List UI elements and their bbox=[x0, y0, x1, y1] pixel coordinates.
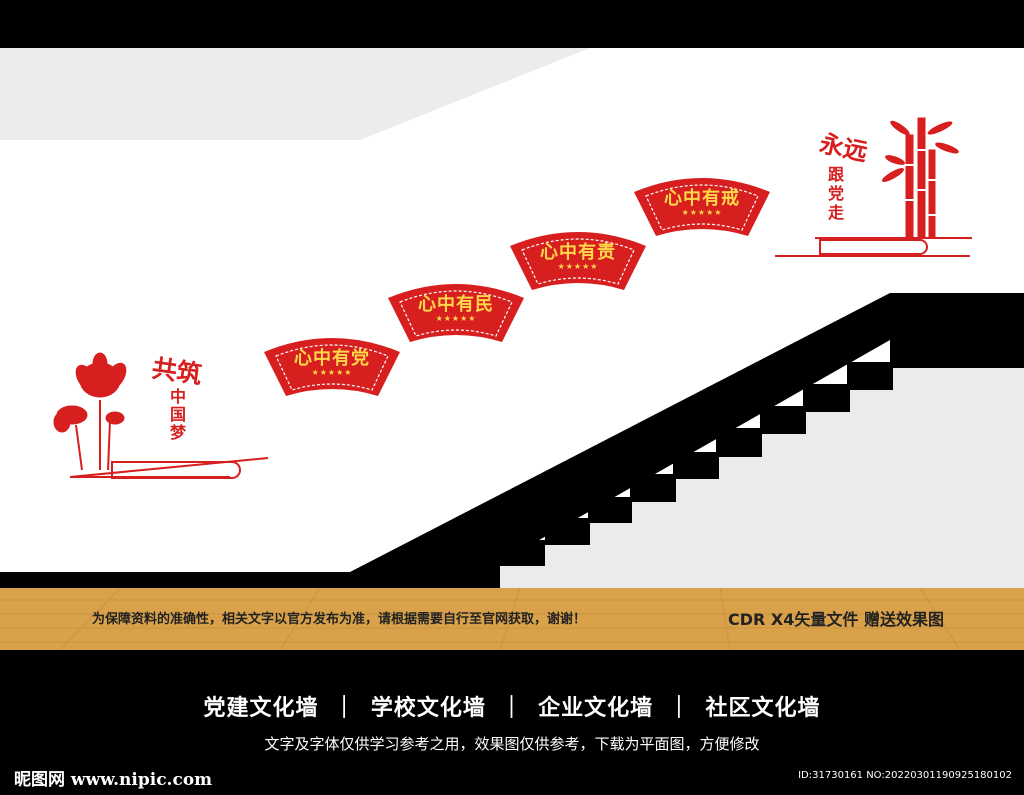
left-calligraphy: 共筑 bbox=[150, 353, 204, 390]
category-list: 党建文化墙 ｜ 学校文化墙 ｜ 企业文化墙 ｜ 社区文化墙 bbox=[203, 696, 821, 721]
plaque-2: 心中有民 ★★★★★ bbox=[386, 276, 526, 346]
plaque-3: 心中有责 ★★★★★ bbox=[508, 224, 648, 294]
fan-shape-icon bbox=[388, 284, 524, 342]
bamboo-icon bbox=[775, 117, 972, 257]
usage-disclaimer: 文字及字体仅供学习参考之用，效果图仅供参考，下载为平面图，方便修改 bbox=[264, 735, 760, 753]
plaque-2-title: 心中有民 bbox=[418, 294, 494, 315]
plaque-1: 心中有党 ★★★★★ bbox=[262, 330, 402, 400]
fan-shape-icon bbox=[634, 178, 770, 236]
plaque-3-stars: ★★★★★ bbox=[557, 262, 599, 271]
plaque-1-title: 心中有党 bbox=[294, 348, 370, 369]
right-vertical-slogan: 跟党走 bbox=[828, 165, 845, 222]
plaque-2-stars: ★★★★★ bbox=[435, 314, 477, 323]
accuracy-notice: 为保障资料的准确性，相关文字以官方发布为准，请根据需要自行至官网获取，谢谢！ bbox=[92, 612, 587, 627]
site-logo: 昵图网 www.nipic.com bbox=[14, 770, 213, 790]
fan-shape-icon bbox=[264, 338, 400, 396]
lotus-icon bbox=[53, 352, 269, 479]
plaque-4-title: 心中有戒 bbox=[664, 188, 740, 209]
file-format-note: CDR X4矢量文件 赠送效果图 bbox=[728, 610, 944, 629]
plaque-4-stars: ★★★★★ bbox=[681, 208, 723, 217]
plaque-4: 心中有戒 ★★★★★ bbox=[632, 170, 772, 240]
fan-shape-icon bbox=[510, 232, 646, 290]
plaque-1-stars: ★★★★★ bbox=[311, 368, 353, 377]
plaque-3-title: 心中有责 bbox=[540, 242, 616, 263]
image-id: ID:31730161 NO:20220301190925180102 bbox=[798, 770, 1012, 781]
left-vertical-slogan: 中国梦 bbox=[170, 387, 187, 442]
